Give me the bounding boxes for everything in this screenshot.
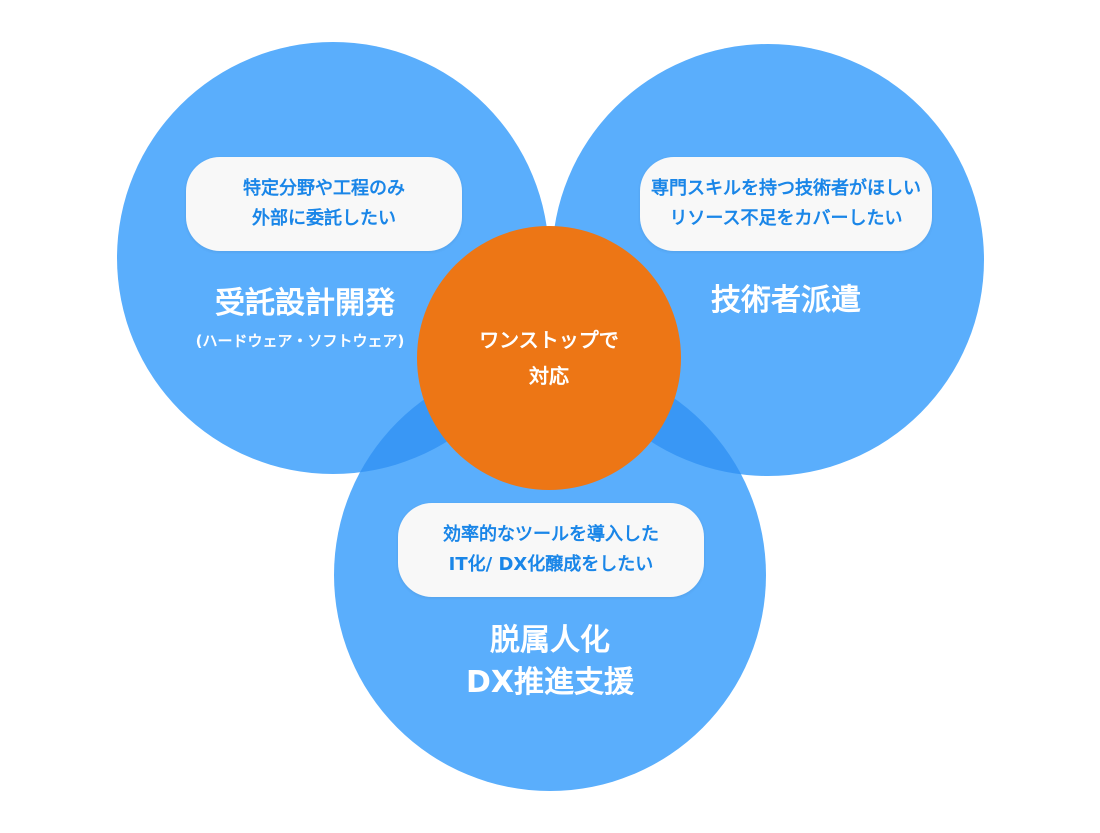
bottom-title-line-2: DX推進支援 [465, 665, 635, 700]
right-bubble: 専門スキルを持つ技術者がほしい リソース不足をカバーしたい [640, 157, 932, 251]
bottom-title-line-1: 脱属人化 [490, 623, 610, 658]
left-subtitle: (ハードウェア・ソフトウェア) [195, 332, 405, 350]
center-circle [417, 226, 681, 490]
left-bubble: 特定分野や工程のみ 外部に委託したい [186, 157, 462, 251]
bottom-bubble-line-2: IT化/ DX化醸成をしたい [448, 554, 654, 575]
left-bubble-line-2: 外部に委託したい [252, 208, 396, 229]
center-label: ワンストップで 対応 [449, 322, 649, 394]
left-bubble-line-1: 特定分野や工程のみ [243, 178, 405, 199]
right-bubble-line-2: リソース不足をカバーしたい [669, 208, 903, 229]
bottom-title: 脱属人化 DX推進支援 [400, 620, 700, 704]
bottom-bubble-line-1: 効率的なツールを導入した [443, 524, 659, 545]
center-label-line-1: ワンストップで [479, 328, 619, 352]
center-label-line-2: 対応 [529, 364, 569, 388]
right-title: 技術者派遣 [711, 283, 861, 318]
bottom-bubble: 効率的なツールを導入した IT化/ DX化醸成をしたい [398, 503, 704, 597]
right-bubble-line-1: 専門スキルを持つ技術者がほしい [651, 178, 921, 199]
left-title: 受託設計開発 [215, 286, 395, 321]
